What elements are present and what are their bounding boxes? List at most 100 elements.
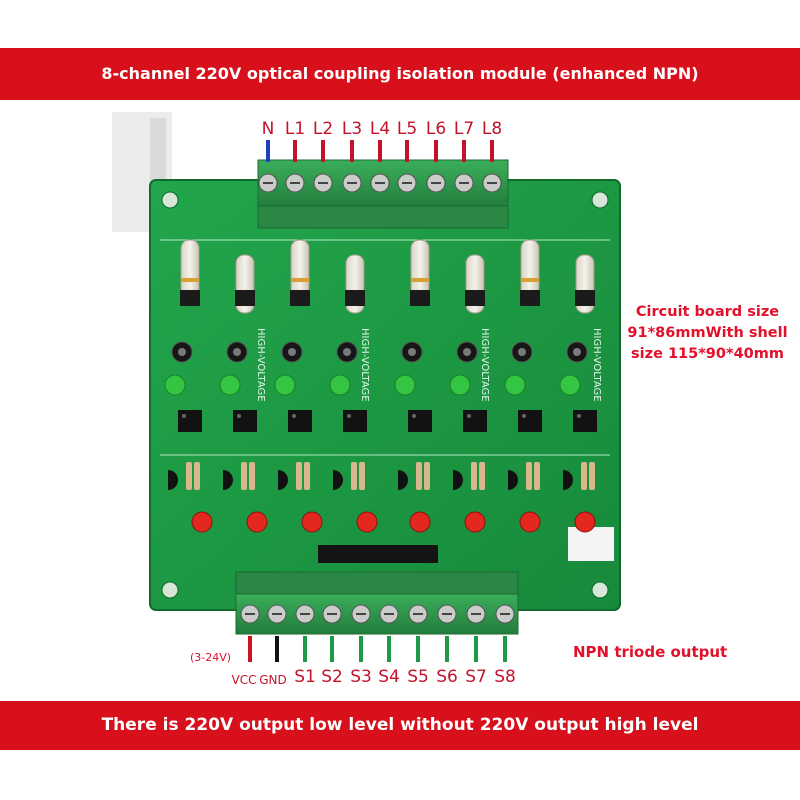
input-screws: [258, 173, 502, 193]
input-label-L5: L5: [397, 119, 417, 139]
red-led: [301, 511, 323, 533]
optocoupler: [343, 410, 367, 432]
capacitor-top: [343, 348, 351, 356]
rectifier-chip: [345, 290, 365, 306]
optocoupler: [573, 410, 597, 432]
output-label-S5: S5: [407, 667, 429, 687]
capacitor-top: [178, 348, 186, 356]
small-resistor: [249, 462, 255, 490]
output-wires: [248, 636, 507, 662]
rectifier-chip: [180, 290, 200, 306]
small-resistor: [581, 462, 587, 490]
circuit-board: [149, 179, 621, 611]
small-resistor: [589, 462, 595, 490]
rectifier-chip: [235, 290, 255, 306]
small-resistor: [424, 462, 430, 490]
green-led: [219, 374, 241, 396]
power-resistor: [180, 239, 200, 299]
input-label-L1: L1: [285, 119, 305, 139]
spec-line-3: size 115*90*40mm: [631, 346, 784, 362]
capacitor-top: [573, 348, 581, 356]
wire-GND: [275, 636, 279, 662]
red-led: [356, 511, 378, 533]
rectifier-chip: [520, 290, 540, 306]
transistor: [563, 470, 573, 490]
channel-1: [164, 239, 213, 533]
wire-L3: [350, 140, 354, 162]
channel-7: [504, 239, 542, 533]
small-resistor: [296, 462, 302, 490]
green-led: [329, 374, 351, 396]
power-resistor: [520, 239, 540, 299]
optocoupler-dot: [182, 414, 186, 418]
green-led: [394, 374, 416, 396]
small-resistor: [194, 462, 200, 490]
small-resistor: [304, 462, 310, 490]
channel-3: [274, 239, 323, 533]
power-resistor: [290, 239, 310, 299]
small-resistor: [416, 462, 422, 490]
wire-L8: [490, 140, 494, 162]
channel-4: [329, 254, 378, 533]
green-led: [504, 374, 526, 396]
output-screws: [240, 604, 515, 624]
capacitor-top: [288, 348, 296, 356]
resistor-band: [521, 278, 539, 282]
input-terminal-block: [257, 159, 509, 229]
green-led: [559, 374, 581, 396]
power-resistor: [410, 239, 430, 299]
transistor: [223, 470, 233, 490]
red-led: [409, 511, 431, 533]
input-label-L2: L2: [313, 119, 333, 139]
spec-line-2: 91*86mmWith shell: [627, 325, 788, 341]
wire-S1: [303, 636, 307, 662]
small-resistor: [526, 462, 532, 490]
transistor: [333, 470, 343, 490]
red-led: [519, 511, 541, 533]
rectifier-chip: [290, 290, 310, 306]
wire-L1: [293, 140, 297, 162]
voltage-range-label: (3-24V): [190, 651, 232, 664]
input-label-L7: L7: [454, 119, 474, 139]
input-wires: [266, 140, 494, 162]
optocoupler-dot: [292, 414, 296, 418]
wire-S7: [474, 636, 478, 662]
wire-S8: [503, 636, 507, 662]
rectifier-chip: [575, 290, 595, 306]
header-title: 8-channel 220V optical coupling isolatio…: [101, 64, 699, 83]
wire-S6: [445, 636, 449, 662]
optocoupler: [178, 410, 202, 432]
optocoupler-dot: [347, 414, 351, 418]
output-label-VCC: VCC: [232, 673, 257, 687]
capacitor-top: [518, 348, 526, 356]
transistor: [508, 470, 518, 490]
footer-caption: There is 220V output low level without 2…: [101, 715, 699, 735]
input-label-L4: L4: [370, 119, 390, 139]
optocoupler: [408, 410, 432, 432]
output-terminal-block: [235, 571, 519, 635]
output-label-S3: S3: [350, 667, 372, 687]
transistor: [168, 470, 178, 490]
channel-2: [219, 254, 268, 533]
wire-S4: [387, 636, 391, 662]
wire-S3: [359, 636, 363, 662]
small-resistor: [479, 462, 485, 490]
board-size-spec: Circuit board size 91*86mmWith shell siz…: [615, 302, 800, 365]
output-label-S8: S8: [494, 667, 516, 687]
transistor: [453, 470, 463, 490]
small-resistor: [359, 462, 365, 490]
capacitor-top: [233, 348, 241, 356]
high-voltage-silkscreen: HIGH-VOLTAGE: [479, 328, 490, 402]
wire-L5: [405, 140, 409, 162]
wire-L2: [321, 140, 325, 162]
small-resistor: [534, 462, 540, 490]
capacitor-top: [408, 348, 416, 356]
optocoupler: [233, 410, 257, 432]
optocoupler: [288, 410, 312, 432]
optocoupler: [463, 410, 487, 432]
small-resistor: [241, 462, 247, 490]
channel-6: [449, 254, 487, 533]
green-led: [274, 374, 296, 396]
